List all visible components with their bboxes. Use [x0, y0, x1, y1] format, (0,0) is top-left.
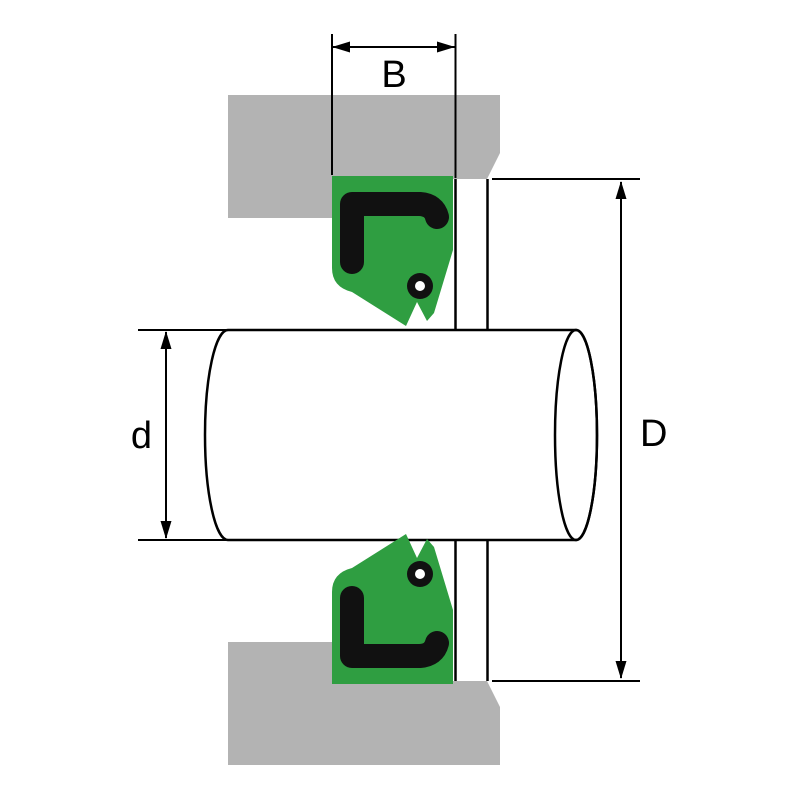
dim-arrowhead-down — [160, 521, 172, 539]
dim-arrowhead-up — [160, 331, 172, 349]
seal-top — [332, 176, 453, 326]
dimension-seal-width — [331, 34, 457, 178]
seal-metal-case — [340, 586, 449, 668]
seal-bottom — [332, 534, 453, 684]
dim-label-outer-diameter: D — [640, 413, 667, 455]
shaft-end-face — [553, 328, 599, 542]
dim-label-shaft-diameter: d — [131, 415, 152, 457]
shaft — [203, 328, 599, 542]
garter-spring-center — [415, 569, 425, 579]
dim-arrowhead-right — [437, 41, 455, 53]
dim-arrowhead-up — [615, 181, 627, 199]
dimension-outer-diameter — [492, 178, 640, 682]
garter-spring-center — [415, 281, 425, 291]
dimension-shaft-diameter — [138, 329, 226, 541]
housing-bottom-section — [228, 642, 500, 765]
housing-top-section — [228, 95, 500, 218]
dim-label-seal-width: B — [381, 54, 406, 96]
seal-metal-case — [340, 192, 449, 274]
dim-arrowhead-left — [332, 41, 350, 53]
dim-arrowhead-down — [615, 661, 627, 679]
